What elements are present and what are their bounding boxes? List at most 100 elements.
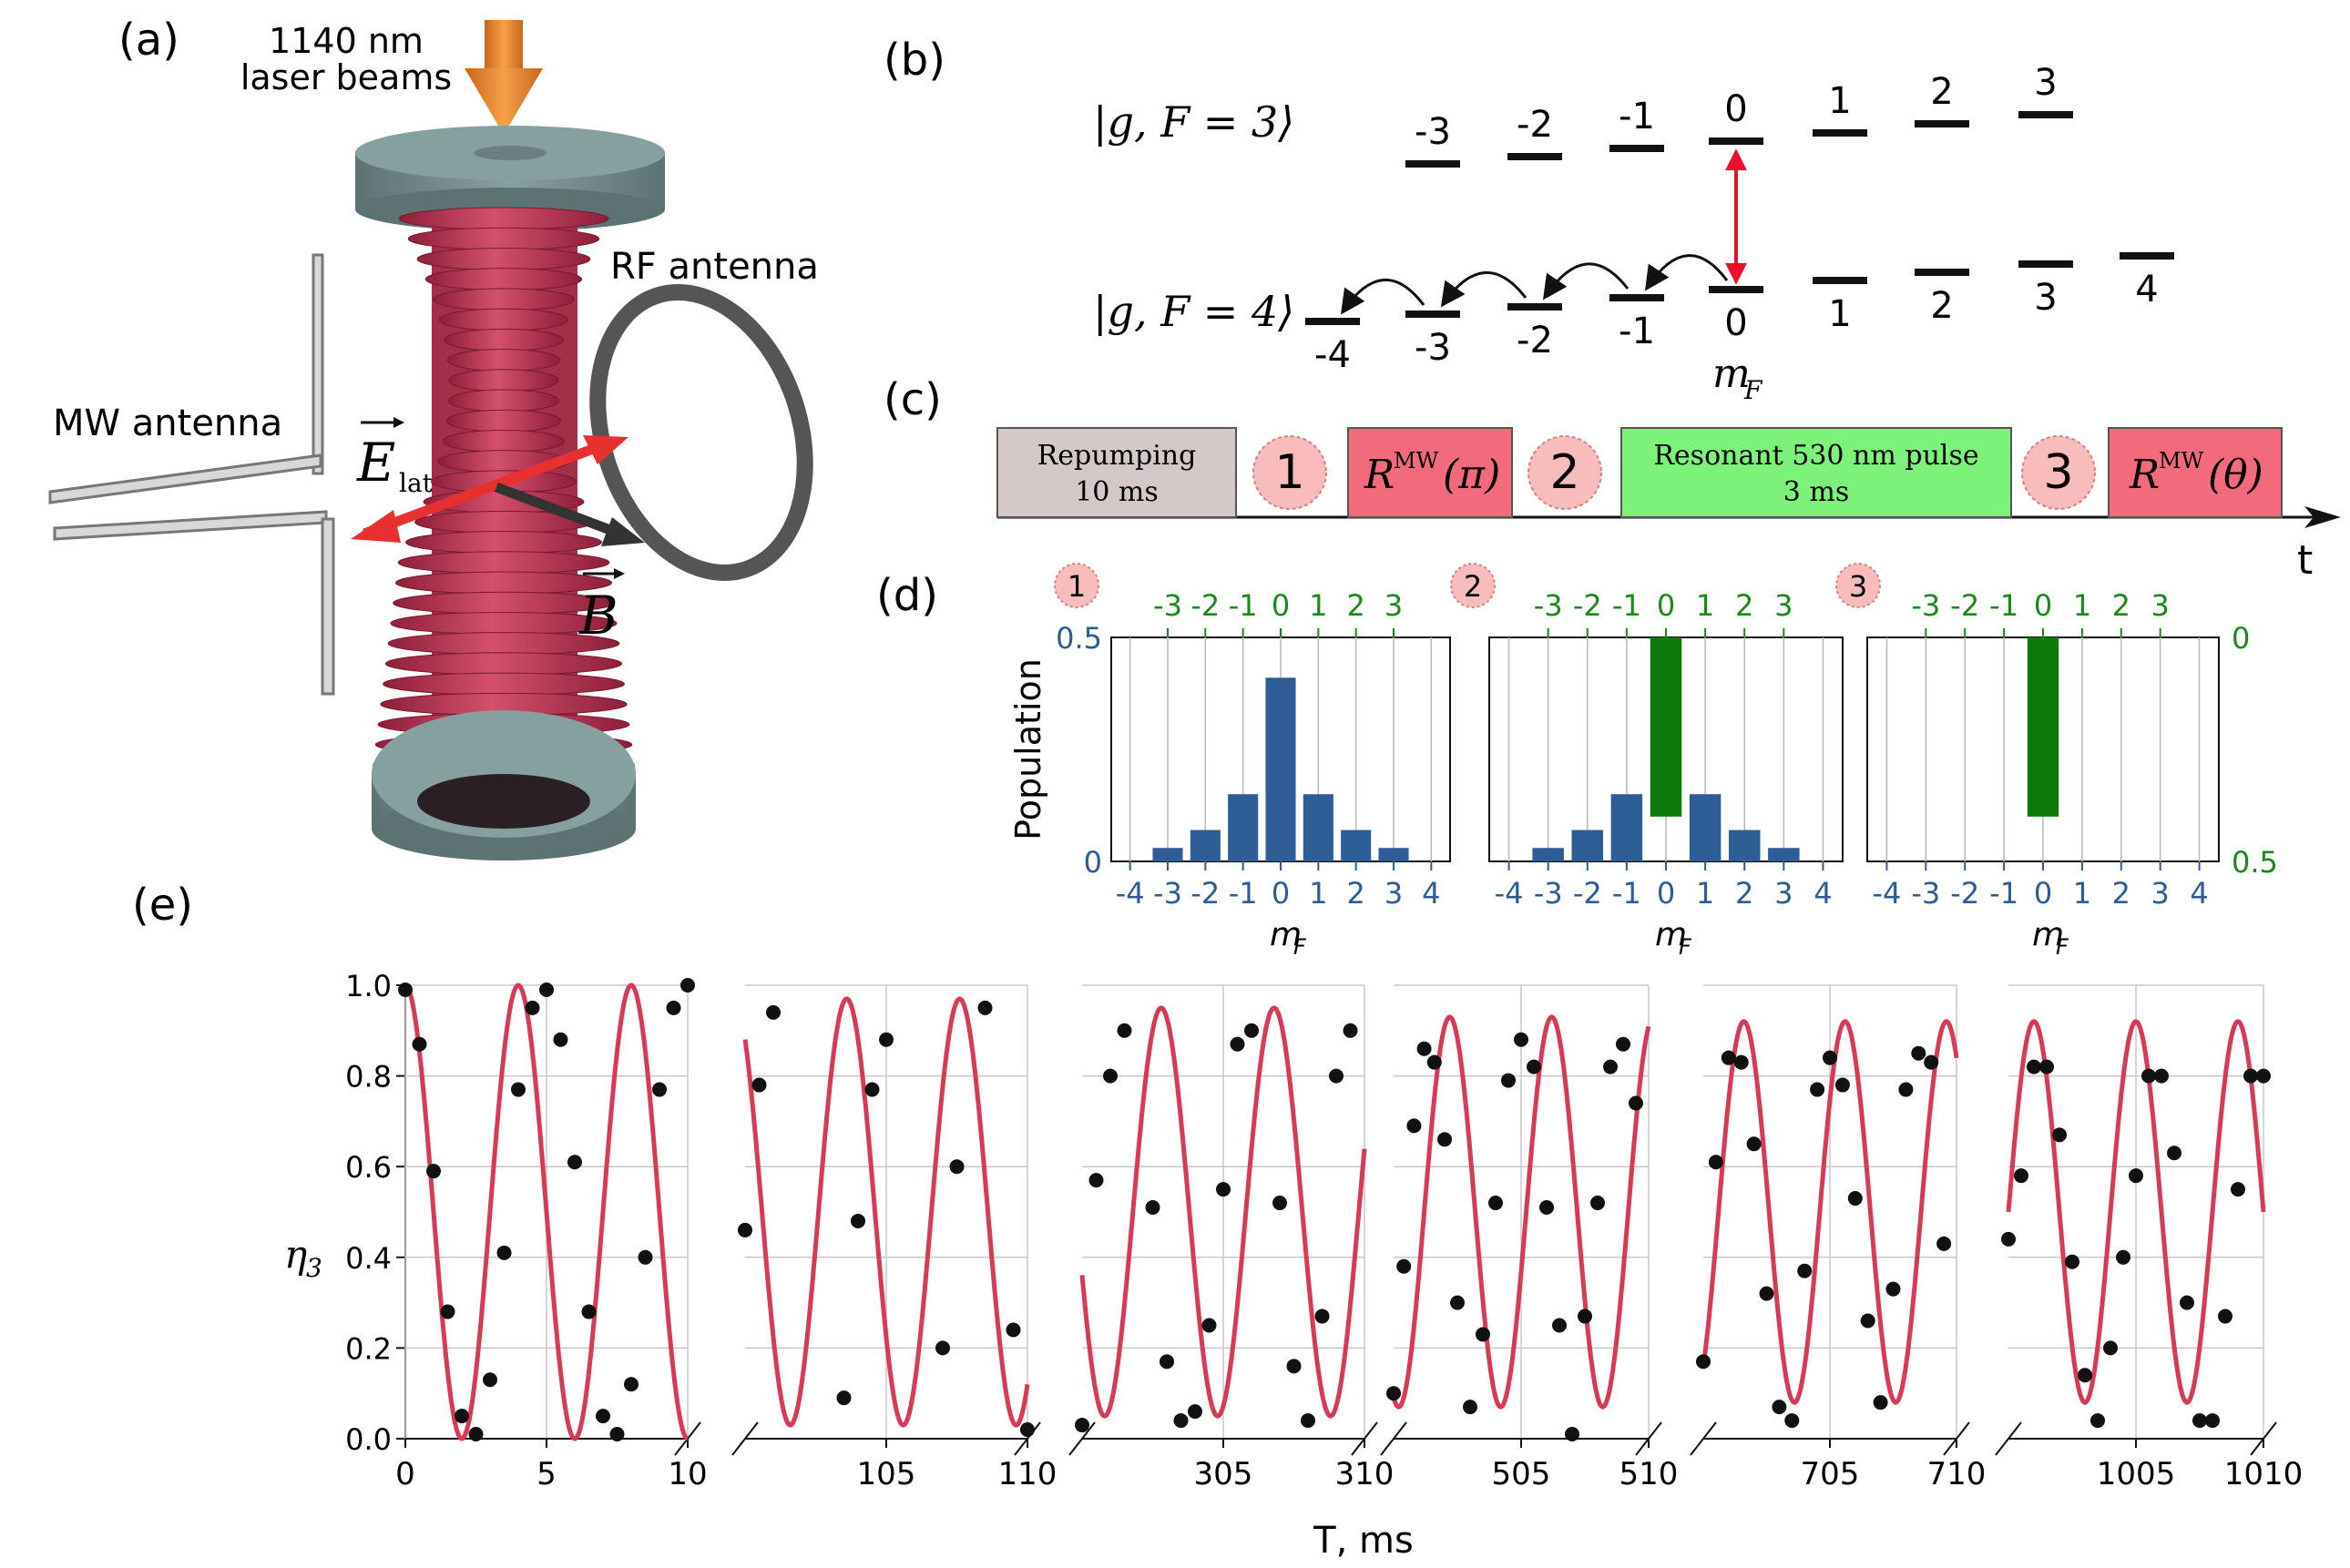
population-bar-f4 <box>1768 848 1800 861</box>
x-tick-label: 0 <box>395 1456 415 1492</box>
data-point <box>1329 1068 1344 1084</box>
lower-level-label: -4 <box>1314 334 1351 376</box>
data-point <box>1772 1400 1787 1415</box>
data-point <box>2001 1231 2016 1247</box>
b-field-label: B <box>578 585 618 647</box>
levels-axis-label: m <box>1712 351 1751 397</box>
rotation-argument: (π) <box>1443 452 1500 498</box>
data-point <box>1396 1258 1412 1274</box>
data-point <box>935 1340 950 1356</box>
sequence-block <box>2108 427 2283 518</box>
mw-antenna <box>48 253 335 696</box>
step-marker-label: 1 <box>1274 445 1304 500</box>
data-point <box>1733 1054 1749 1070</box>
fit-curve <box>1391 1014 1651 1410</box>
data-point <box>1501 1073 1516 1088</box>
population-bar-f3 <box>2027 637 2059 817</box>
population-top-tick-label: 1 <box>1309 588 1327 623</box>
x-tick-label: 705 <box>1801 1456 1860 1492</box>
data-point <box>1911 1045 1926 1061</box>
population-bar-f4 <box>1689 794 1722 861</box>
data-point <box>1565 1427 1579 1442</box>
raman-arc <box>1440 271 1528 308</box>
data-point <box>1823 1050 1837 1065</box>
population-top-tick-label: 1 <box>2073 588 2091 623</box>
data-point <box>1746 1136 1762 1152</box>
data-point <box>426 1164 441 1179</box>
fit-curve <box>1079 1005 1367 1419</box>
step-marker-label: 2 <box>1549 445 1579 500</box>
x-tick-label: 105 <box>857 1456 916 1492</box>
step-marker-circle <box>1528 435 1602 510</box>
lattice-disc <box>384 652 623 676</box>
data-point <box>2205 1413 2220 1429</box>
rotation-symbol: R <box>1364 452 1395 498</box>
population-top-tick-label: -1 <box>1989 588 2018 623</box>
population-bar-f3 <box>1650 637 1682 817</box>
data-point <box>596 1409 610 1424</box>
chart-ylabel-sub: 3 <box>306 1253 322 1283</box>
data-point <box>1797 1263 1813 1278</box>
population-bottom-tick-label: 0 <box>1657 876 1675 911</box>
lattice-disc <box>442 429 566 453</box>
data-point <box>879 1032 894 1047</box>
data-point <box>1488 1196 1503 1211</box>
population-top-tick-label: 3 <box>1774 588 1793 623</box>
upper-level-label: 0 <box>1724 88 1747 130</box>
population-bottom-tick-label: 0 <box>1272 876 1290 911</box>
data-point <box>511 1082 526 1097</box>
population-top-tick-label: -3 <box>1153 588 1182 623</box>
lower-level-label: 3 <box>2034 277 2057 319</box>
rotation-superscript: MW <box>1394 448 1439 473</box>
population-bar-f4 <box>1190 830 1221 861</box>
x-tick-label: 505 <box>1492 1456 1551 1492</box>
e-field-label: E <box>356 432 395 494</box>
population-bottom-tick-label: -1 <box>1989 876 2018 911</box>
population-bar-f4 <box>1228 794 1259 861</box>
time-axis-label: t <box>2297 537 2313 584</box>
data-point <box>1590 1196 1605 1211</box>
data-point <box>1784 1413 1800 1429</box>
data-point <box>766 1004 781 1020</box>
data-point <box>1463 1400 1477 1415</box>
raman-arc <box>1340 279 1425 315</box>
data-point <box>1117 1023 1132 1038</box>
lattice-disc <box>405 531 602 555</box>
data-point <box>2243 1068 2258 1084</box>
sequence-block <box>996 427 1237 518</box>
population-xlabel-sub: F <box>2056 934 2069 960</box>
x-tick-label: 1005 <box>2097 1456 2176 1492</box>
data-point <box>624 1377 639 1392</box>
data-point <box>2052 1127 2067 1143</box>
population-bar-f4 <box>1728 830 1761 861</box>
population-left-tick: 0.5 <box>1056 621 1102 656</box>
population-bottom-tick-label: -4 <box>1872 876 1901 911</box>
x-tick-label: 1010 <box>2224 1456 2304 1492</box>
population-bar-f4 <box>1265 677 1296 861</box>
rf-antenna-ring <box>589 284 813 581</box>
data-point <box>2218 1308 2232 1324</box>
lower-level-label: -3 <box>1415 327 1451 369</box>
data-point <box>2027 1059 2041 1074</box>
population-bottom-tick-label: 3 <box>1774 876 1793 911</box>
data-point <box>1230 1036 1245 1052</box>
data-point <box>1216 1182 1231 1197</box>
b-field-vector-hat <box>583 568 625 579</box>
data-point <box>1201 1318 1217 1333</box>
population-bottom-tick-label: -1 <box>1612 876 1641 911</box>
data-point <box>2039 1059 2054 1074</box>
lattice-disc <box>416 247 591 270</box>
data-point <box>1860 1313 1875 1329</box>
population-xlabel-sub: F <box>1679 934 1692 960</box>
lattice-disc <box>448 369 559 392</box>
x-tick-label: 10 <box>668 1456 707 1492</box>
bottom-mirror <box>372 710 636 860</box>
optical-lattice <box>373 207 635 777</box>
population-bottom-tick-label: 2 <box>1346 876 1364 911</box>
population-bottom-tick-label: -4 <box>1116 876 1145 911</box>
b-field-arrow <box>495 482 645 546</box>
y-tick-label: 0.4 <box>345 1241 392 1276</box>
data-point <box>567 1155 582 1170</box>
